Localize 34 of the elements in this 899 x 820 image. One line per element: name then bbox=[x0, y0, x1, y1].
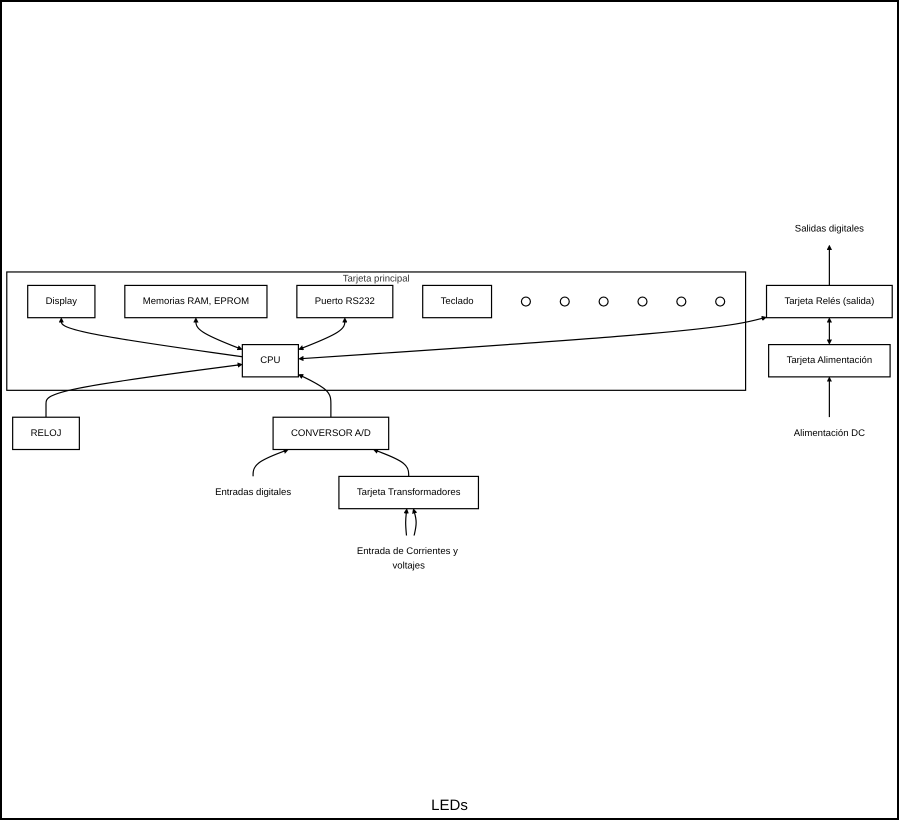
arrow bbox=[373, 448, 410, 476]
node-circle bbox=[676, 296, 686, 307]
node-box: Display bbox=[27, 284, 96, 318]
node-circle bbox=[560, 296, 570, 307]
node-text: Entrada de Corrientes y voltajes bbox=[356, 546, 458, 571]
node-box: Teclado bbox=[422, 284, 492, 318]
node-box: RELOJ bbox=[12, 416, 80, 450]
arrow bbox=[404, 508, 409, 536]
node-text: Salidas digitales bbox=[794, 224, 864, 234]
arrow bbox=[298, 316, 767, 362]
arrow bbox=[58, 317, 242, 358]
arrow bbox=[193, 317, 242, 350]
arrow bbox=[826, 244, 832, 286]
arrow bbox=[826, 317, 832, 345]
node-box: Tarjeta Relés (salida) bbox=[766, 284, 893, 318]
arrow bbox=[298, 374, 332, 418]
arrow bbox=[826, 376, 832, 418]
node-box: Tarjeta Transformadores bbox=[338, 476, 480, 510]
node-text: Alimentación DC bbox=[794, 428, 865, 438]
arrow bbox=[252, 448, 289, 476]
node-circle bbox=[715, 296, 726, 307]
arrow bbox=[298, 317, 348, 350]
led-label: LEDs bbox=[431, 797, 468, 814]
node-box: CPU bbox=[242, 344, 299, 378]
node-circle bbox=[520, 296, 531, 307]
node-box: Puerto RS232 bbox=[296, 284, 394, 318]
node-circle bbox=[637, 296, 648, 307]
node-circle bbox=[598, 296, 609, 307]
arrow bbox=[45, 362, 243, 418]
node-box: Memorias RAM, EPROM bbox=[124, 284, 268, 318]
node-text: Entradas digitales bbox=[215, 487, 292, 498]
node-box: Tarjeta Alimentación bbox=[768, 344, 891, 378]
arrow bbox=[412, 508, 418, 536]
node-box: CONVERSOR A/D bbox=[272, 416, 390, 450]
